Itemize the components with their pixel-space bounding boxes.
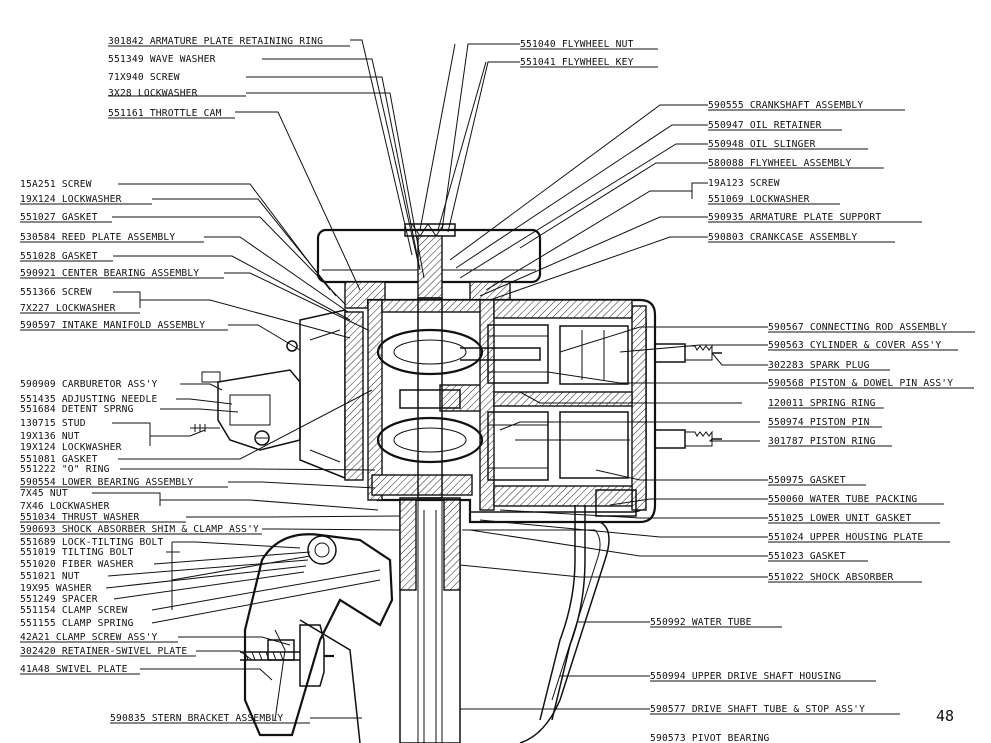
part-label: 590835 STERN BRACKET ASSEMBLY	[110, 713, 283, 724]
part-label: 301787 PISTON RING	[768, 436, 876, 447]
part-label: 551041 FLYWHEEL KEY	[520, 57, 634, 68]
part-label: 550974 PISTON PIN	[768, 417, 870, 428]
flywheel	[316, 223, 542, 309]
engine-drawing	[190, 43, 722, 743]
part-label: 580088 FLYWHEEL ASSEMBLY	[708, 158, 851, 169]
part-label: 590573 PIVOT BEARING	[650, 733, 770, 743]
left-label-group: 301842 ARMATURE PLATE RETAINING RING 551…	[20, 36, 323, 724]
part-label: 7X46 LOCKWASHER	[20, 501, 110, 512]
part-label: 551081 GASKET	[20, 454, 98, 465]
part-label: 551435 ADJUSTING NEEDLE	[20, 394, 157, 405]
part-label: 551040 FLYWHEEL NUT	[520, 39, 634, 50]
part-label: 551366 SCREW	[20, 287, 92, 298]
crankcase	[366, 298, 657, 524]
intake-manifold	[299, 309, 364, 481]
part-label: 590909 CARBURETOR ASS'Y	[20, 379, 157, 390]
crankshaft	[376, 297, 484, 499]
part-label: 302420 RETAINER-SWIVEL PLATE	[20, 646, 187, 657]
part-label: 551689 LOCK-TILTING BOLT	[20, 537, 163, 548]
part-label: 551022 SHOCK ABSORBER	[768, 572, 894, 583]
part-label: 550948 OIL SLINGER	[708, 139, 816, 150]
part-label: 590568 PISTON & DOWEL PIN ASS'Y	[768, 378, 953, 389]
stern-bracket	[243, 533, 394, 743]
part-label: 42A21 CLAMP SCREW ASS'Y	[20, 632, 157, 643]
part-label: 551034 THRUST WASHER	[20, 512, 140, 523]
spark-plugs	[654, 343, 722, 449]
part-label: 301842 ARMATURE PLATE RETAINING RING	[108, 36, 323, 47]
part-label: 590567 CONNECTING ROD ASSEMBLY	[768, 322, 947, 333]
part-label: 19X136 NUT	[20, 431, 80, 442]
part-label: 120011 SPRING RING	[768, 398, 876, 409]
part-label: 530584 REED PLATE ASSEMBLY	[20, 232, 175, 243]
part-label: 130715 STUD	[20, 418, 86, 429]
part-label: 550947 OIL RETAINER	[708, 120, 822, 131]
part-label: 590555 CRANKSHAFT ASSEMBLY	[708, 100, 863, 111]
part-label: 551249 SPACER	[20, 594, 98, 605]
part-label: 551684 DETENT SPRNG	[20, 404, 134, 415]
part-label: 551222 "O" RING	[20, 464, 110, 475]
part-label: 550975 GASKET	[768, 475, 846, 486]
part-label: 551028 GASKET	[20, 251, 98, 262]
part-label: 302283 SPARK PLUG	[768, 360, 870, 371]
part-label: 551154 CLAMP SCREW	[20, 605, 128, 616]
part-label: 551023 GASKET	[768, 551, 846, 562]
part-label: 551025 LOWER UNIT GASKET	[768, 513, 911, 524]
page-number: 48	[936, 707, 954, 725]
part-label: 551021 NUT	[20, 571, 80, 582]
water-tube	[539, 489, 637, 721]
part-label: 590693 SHOCK ABSORBER SHIM & CLAMP ASS'Y	[20, 524, 259, 535]
part-label: 551019 TILTING BOLT	[20, 547, 134, 558]
leader-lines	[20, 39, 975, 724]
part-label: 590577 DRIVE SHAFT TUBE & STOP ASS'Y	[650, 704, 865, 715]
part-label: 19A123 SCREW	[708, 178, 780, 189]
part-label: 590563 CYLINDER & COVER ASS'Y	[768, 340, 941, 351]
part-label: 550060 WATER TUBE PACKING	[768, 494, 917, 505]
part-label: 590554 LOWER BEARING ASSEMBLY	[20, 477, 193, 488]
part-label: 551024 UPPER HOUSING PLATE	[768, 532, 923, 543]
drive-shaft-housing	[399, 497, 610, 743]
part-label: 590921 CENTER BEARING ASSEMBLY	[20, 268, 199, 279]
part-label: 550994 UPPER DRIVE SHAFT HOUSING	[650, 671, 841, 682]
part-label: 15A251 SCREW	[20, 179, 92, 190]
part-label: 19X95 WASHER	[20, 583, 92, 594]
part-label: 551161 THROTTLE CAM	[108, 108, 222, 119]
upper-cylinder	[460, 324, 629, 385]
part-label: 71X940 SCREW	[108, 72, 180, 83]
part-label: 551349 WAVE WASHER	[108, 54, 216, 65]
part-label: 19X124 LOCKWASHER	[20, 442, 122, 453]
part-label: 551027 GASKET	[20, 212, 98, 223]
part-label: 550992 WATER TUBE	[650, 617, 752, 628]
part-label: 7X45 NUT	[20, 488, 68, 499]
part-label: 7X227 LOCKWASHER	[20, 303, 116, 314]
right-label-group: 551040 FLYWHEEL NUT 551041 FLYWHEEL KEY …	[520, 39, 953, 743]
part-label: 551069 LOCKWASHER	[708, 194, 810, 205]
carburetor	[190, 340, 301, 451]
part-label: 3X28 LOCKWASHER	[108, 88, 198, 99]
part-label: 551020 FIBER WASHER	[20, 559, 134, 570]
part-label: 41A48 SWIVEL PLATE	[20, 664, 128, 675]
part-label: 590935 ARMATURE PLATE SUPPORT	[708, 212, 881, 223]
lower-cylinder	[487, 411, 630, 481]
clamp-screw	[240, 624, 334, 687]
part-label: 19X124 LOCKWASHER	[20, 194, 122, 205]
part-label: 590597 INTAKE MANIFOLD ASSEMBLY	[20, 320, 205, 331]
part-label: 551155 CLAMP SPRING	[20, 618, 134, 629]
part-label: 590803 CRANKCASE ASSEMBLY	[708, 232, 857, 243]
